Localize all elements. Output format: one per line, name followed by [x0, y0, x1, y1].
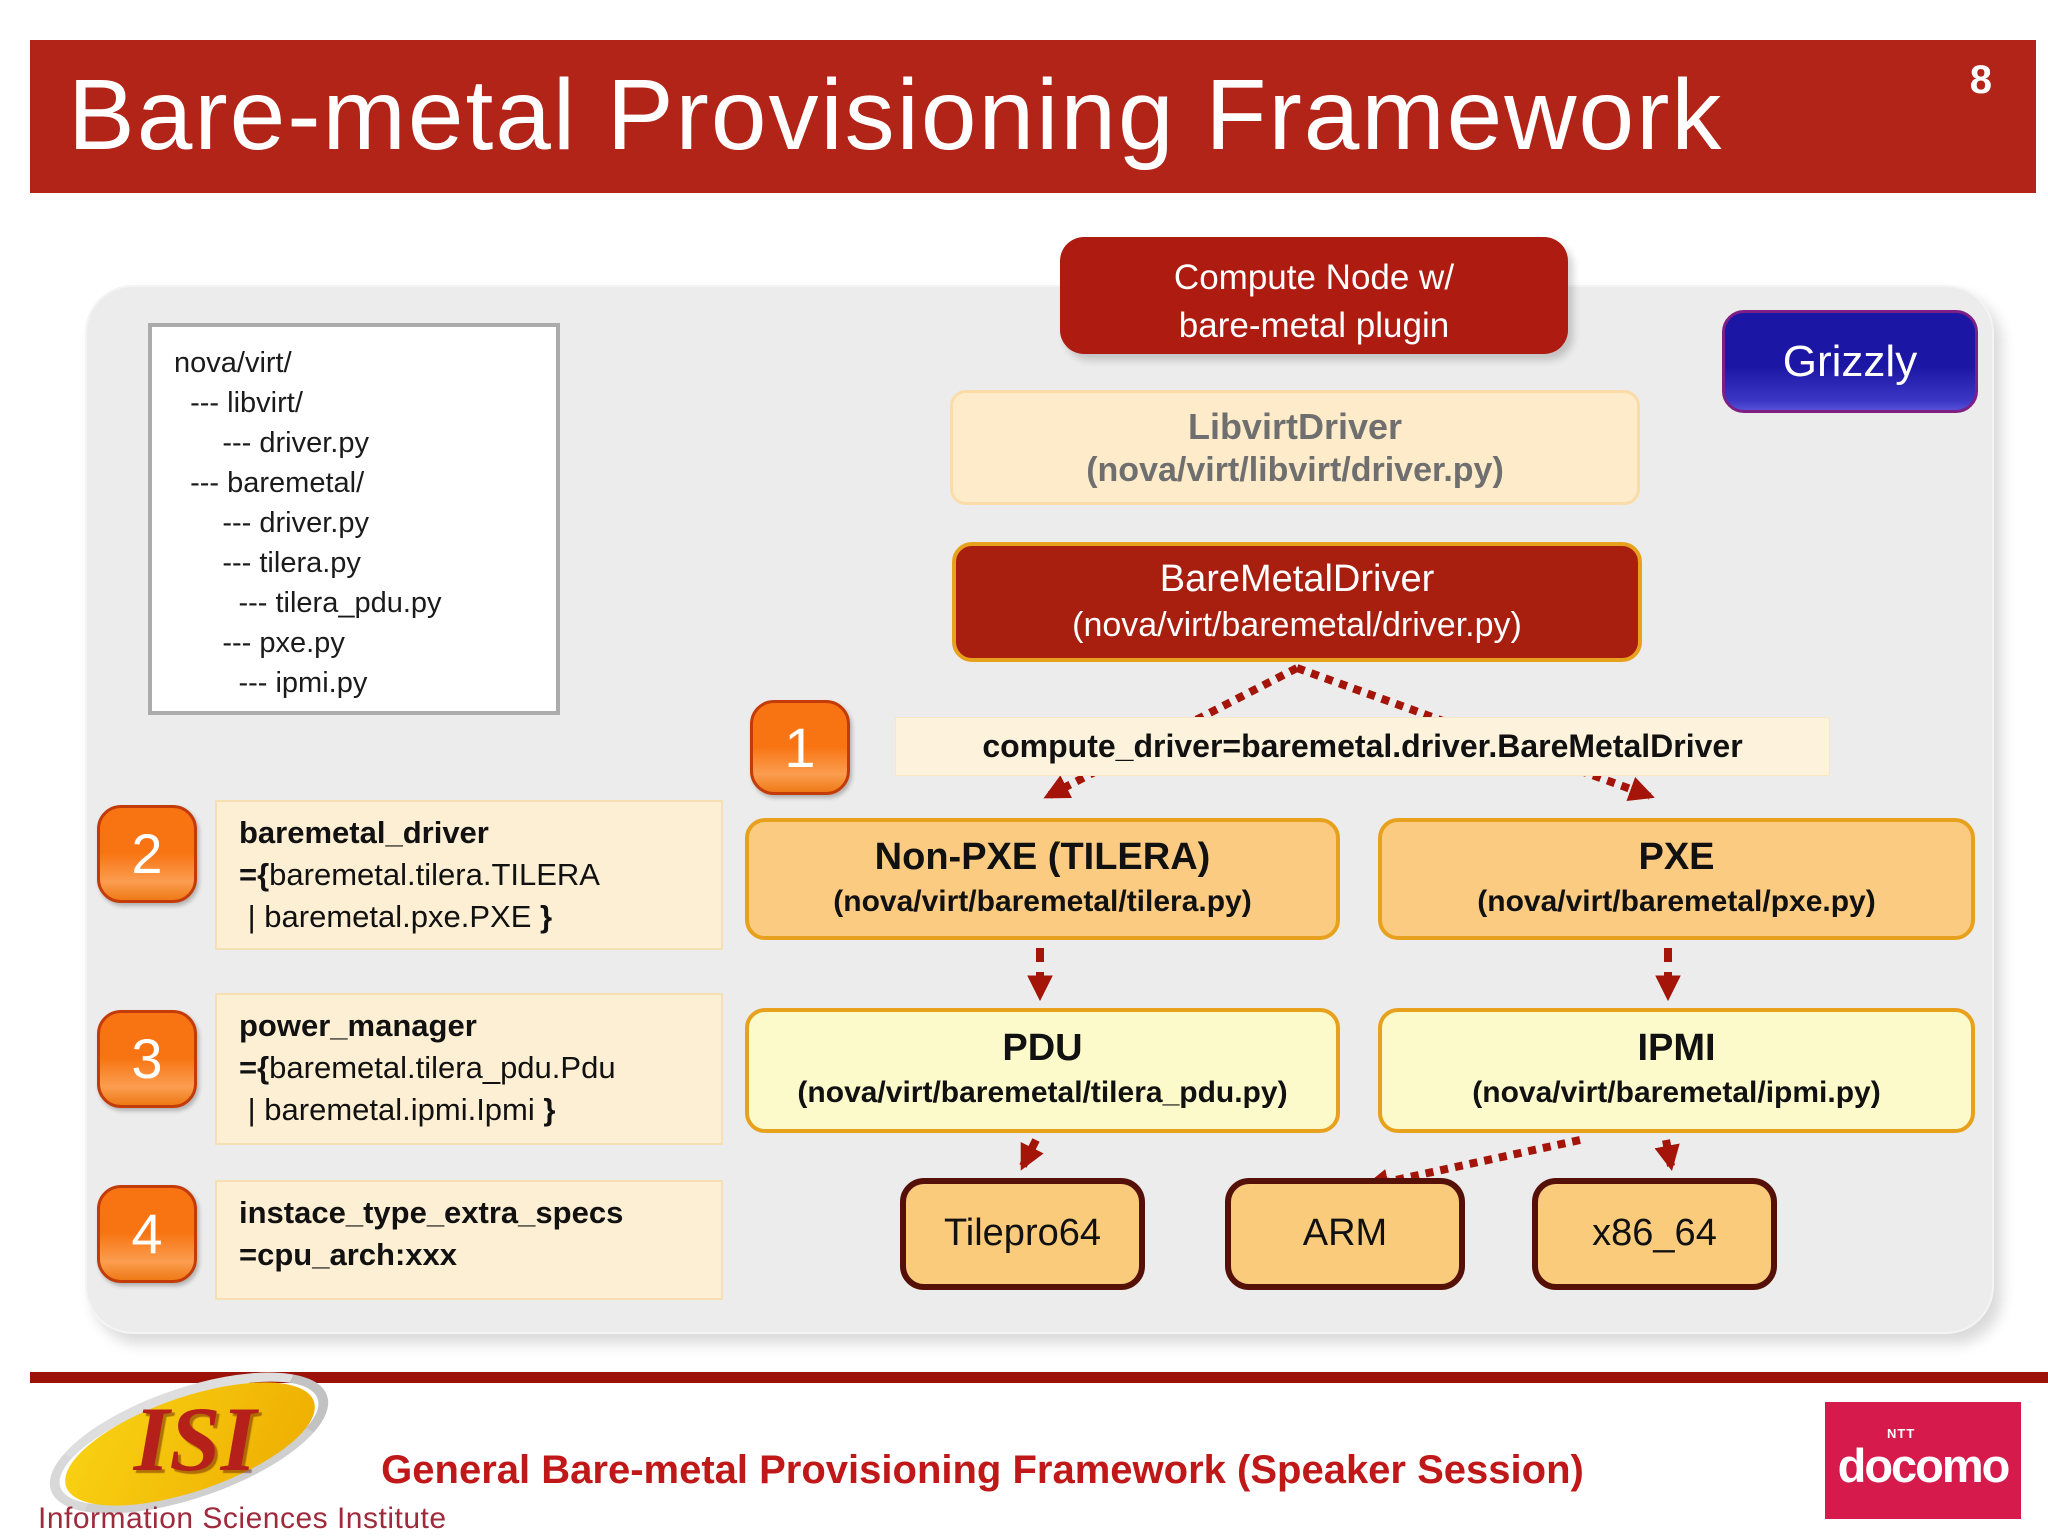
- file-tree-line: --- libvirt/: [174, 387, 303, 419]
- config-line: | baremetal.ipmi.Ipmi }: [239, 1092, 556, 1127]
- pxe-path: (nova/virt/baremetal/pxe.py): [1477, 884, 1876, 918]
- footer-divider: [30, 1372, 2048, 1383]
- ipmi-box: IPMI (nova/virt/baremetal/ipmi.py): [1378, 1008, 1975, 1133]
- release-badge-grizzly: Grizzly: [1722, 310, 1978, 413]
- libvirt-driver-path: (nova/virt/libvirt/driver.py): [1086, 451, 1504, 490]
- step-badge-4: 4: [97, 1185, 197, 1283]
- isi-caption: Information Sciences Institute: [38, 1502, 447, 1535]
- libvirt-driver-box: LibvirtDriver (nova/virt/libvirt/driver.…: [950, 390, 1640, 505]
- pdu-box: PDU (nova/virt/baremetal/tilera_pdu.py): [745, 1008, 1340, 1133]
- pdu-path: (nova/virt/baremetal/tilera_pdu.py): [797, 1075, 1288, 1109]
- arch-chip-arm: ARM: [1225, 1178, 1465, 1290]
- compute-node-box: Compute Node w/ bare-metal plugin: [1060, 237, 1568, 354]
- nonpxe-box: Non-PXE (TILERA) (nova/virt/baremetal/ti…: [745, 818, 1340, 940]
- instance-type-config-box: instace_type_extra_specs =cpu_arch:xxx: [215, 1180, 723, 1300]
- file-tree-line: nova/virt/: [174, 347, 292, 379]
- ipmi-title: IPMI: [1637, 1027, 1716, 1069]
- nonpxe-title: Non-PXE (TILERA): [874, 836, 1211, 878]
- config-line: ={baremetal.tilera.TILERA: [239, 857, 600, 892]
- config-line: | baremetal.pxe.PXE }: [239, 899, 553, 934]
- file-tree-line: --- tilera.py: [174, 547, 361, 579]
- power-manager-config-box: power_manager ={baremetal.tilera_pdu.Pdu…: [215, 993, 723, 1145]
- docomo-name-text: docomo: [1837, 1439, 2011, 1492]
- config-line: ={baremetal.tilera_pdu.Pdu: [239, 1050, 616, 1085]
- compute-node-line2: bare-metal plugin: [1178, 306, 1450, 346]
- config-title: instace_type_extra_specs: [239, 1195, 624, 1230]
- compute-node-line1: Compute Node w/: [1173, 258, 1455, 297]
- arch-chip-tilepro64: Tilepro64: [900, 1178, 1145, 1290]
- docomo-logo: NTT docomo: [1825, 1402, 2021, 1519]
- file-tree-line: --- ipmi.py: [174, 667, 368, 699]
- step-badge-2: 2: [97, 805, 197, 903]
- pdu-title: PDU: [1002, 1027, 1083, 1069]
- file-tree-line: --- baremetal/: [174, 467, 365, 499]
- baremetal-driver-config-box: baremetal_driver ={baremetal.tilera.TILE…: [215, 800, 723, 950]
- config-title: baremetal_driver: [239, 815, 489, 850]
- isi-logo: ISI: [33, 1343, 345, 1536]
- file-tree-line: --- pxe.py: [174, 627, 345, 659]
- libvirt-driver-title: LibvirtDriver: [1187, 406, 1403, 447]
- step-badge-3: 3: [97, 1010, 197, 1108]
- ipmi-path: (nova/virt/baremetal/ipmi.py): [1472, 1075, 1881, 1109]
- baremetal-driver-title: BareMetalDriver: [1159, 558, 1435, 600]
- baremetal-driver-path: (nova/virt/baremetal/driver.py): [1072, 605, 1522, 644]
- arch-chip-x86-64: x86_64: [1532, 1178, 1777, 1290]
- page-title: Bare-metal Provisioning Framework: [68, 59, 1724, 171]
- title-bar: Bare-metal Provisioning Framework: [30, 40, 2036, 193]
- footer-session-title: General Bare-metal Provisioning Framewor…: [381, 1448, 1584, 1492]
- docomo-ntt-text: NTT: [1887, 1426, 1916, 1441]
- file-tree-line: --- driver.py: [174, 507, 369, 539]
- step-badge-1: 1: [750, 700, 850, 795]
- pxe-box: PXE (nova/virt/baremetal/pxe.py): [1378, 818, 1975, 940]
- compute-driver-config-strip: compute_driver=baremetal.driver.BareMeta…: [895, 717, 1830, 776]
- nonpxe-path: (nova/virt/baremetal/tilera.py): [833, 884, 1252, 918]
- file-tree-line: --- driver.py: [174, 427, 369, 459]
- baremetal-driver-box: BareMetalDriver (nova/virt/baremetal/dri…: [952, 542, 1642, 662]
- pxe-title: PXE: [1638, 836, 1715, 878]
- config-title: power_manager: [239, 1008, 477, 1043]
- file-tree-box: nova/virt/ --- libvirt/ --- driver.py --…: [148, 323, 560, 715]
- file-tree-line: --- tilera_pdu.py: [174, 587, 442, 619]
- config-line: =cpu_arch:xxx: [239, 1237, 457, 1272]
- page-number: 8: [1969, 58, 1992, 102]
- isi-logo-text: ISI: [133, 1388, 257, 1490]
